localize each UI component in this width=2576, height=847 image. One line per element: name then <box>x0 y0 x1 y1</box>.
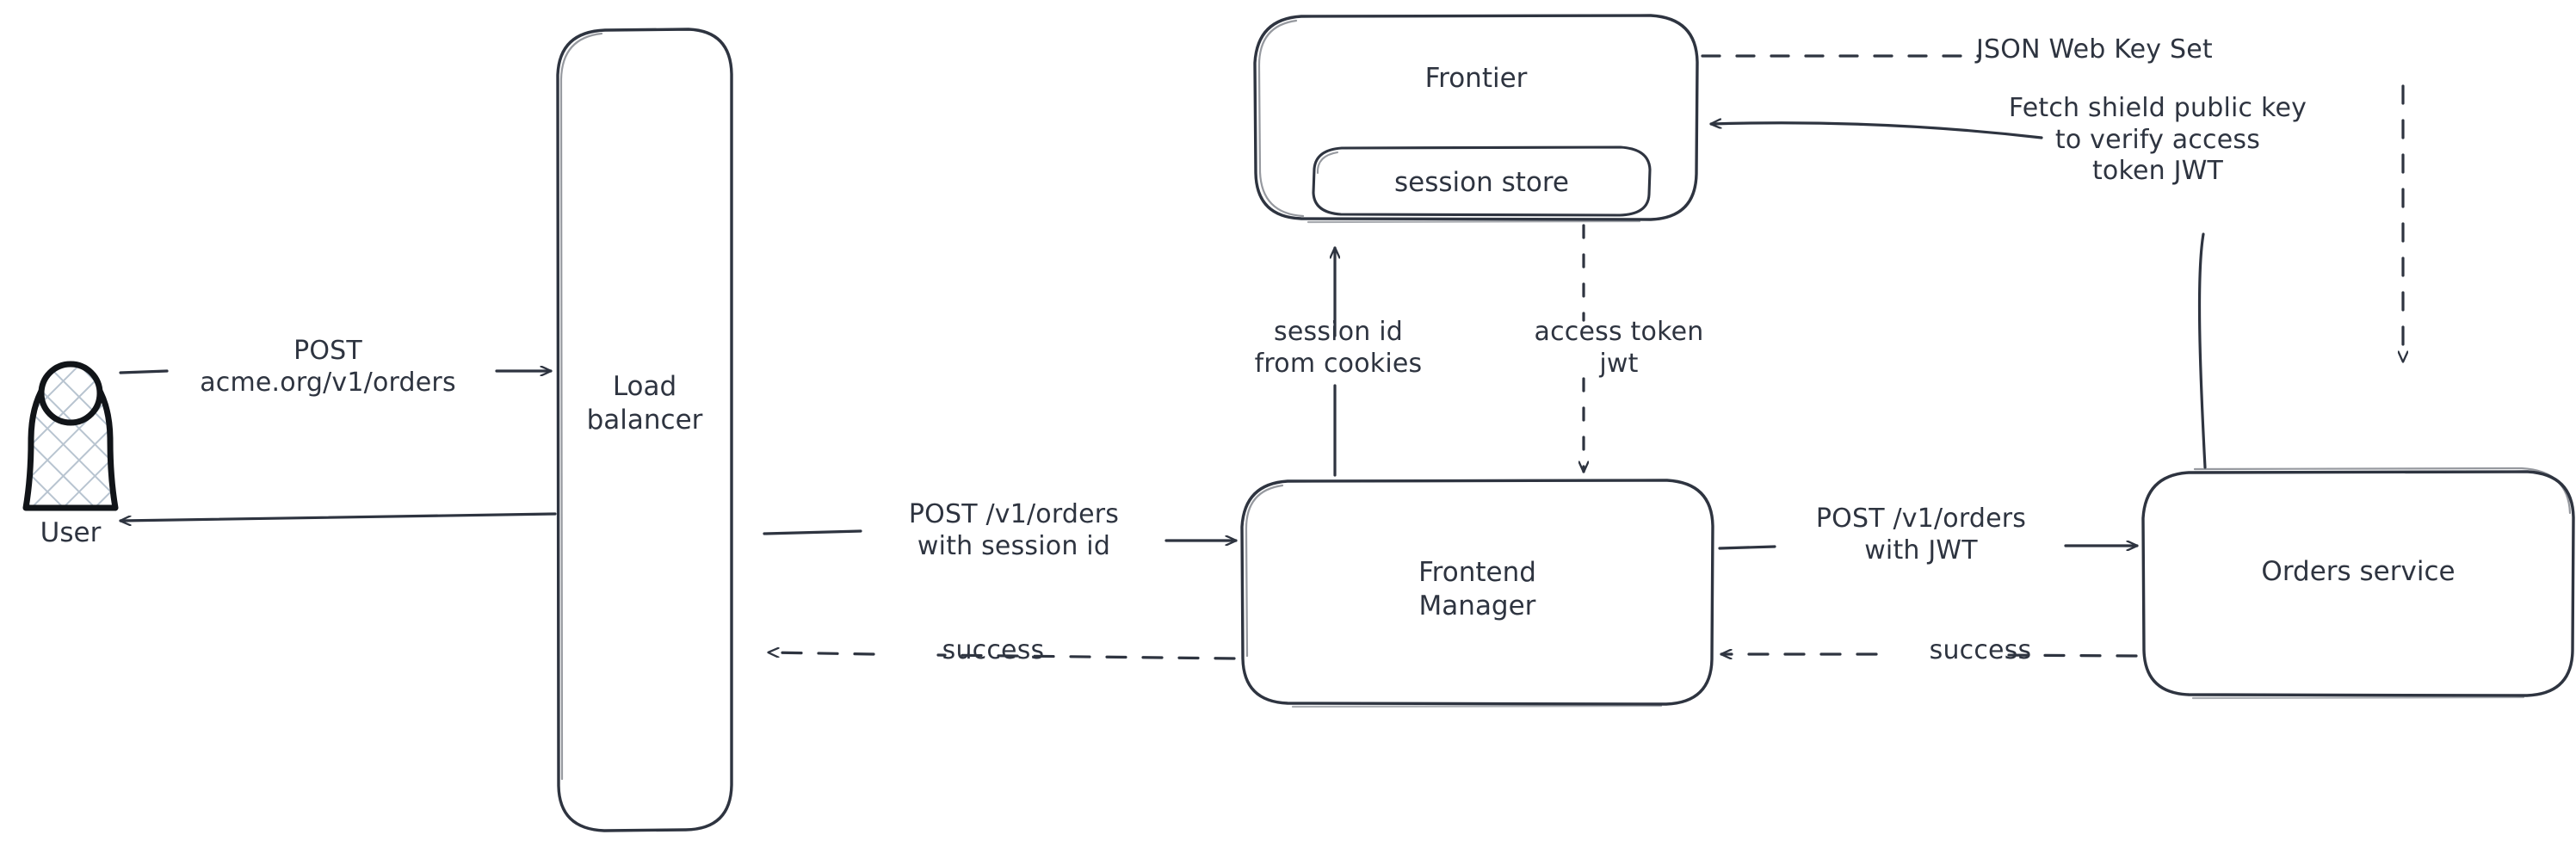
frontier-node[interactable]: Frontier <box>1255 62 1697 96</box>
edge-fm-to-lb <box>769 652 1236 660</box>
orders-service-node[interactable]: Orders service <box>2143 555 2573 589</box>
edge-label-fm-to-frontier: session id from cookies <box>1254 317 1423 379</box>
edge-label-frontier-to-fm: access token jwt <box>1534 317 1704 379</box>
frontier-shape <box>1253 14 1699 224</box>
edge-lb-to-user <box>120 512 557 521</box>
orders-service-shape <box>2141 467 2575 700</box>
edge-frontier-to-orders <box>1701 54 2403 362</box>
edge-orders-to-fm <box>1721 654 2138 656</box>
load-balancer-label: Load balancer <box>586 371 703 436</box>
edge-label-fm-to-orders: POST /v1/orders with JWT <box>1815 504 2027 566</box>
edge-label-orders-to-frontier: Fetch shield public key to verify access… <box>2008 93 2307 187</box>
edge-label-user-to-lb: POST acme.org/v1/orders <box>200 336 456 398</box>
frontend-manager-shape <box>1240 479 1714 708</box>
load-balancer-node[interactable]: Load balancer <box>558 370 732 437</box>
orders-service-label: Orders service <box>2261 556 2456 587</box>
edge-label-frontier-to-orders: JSON Web Key Set <box>1976 34 2213 65</box>
user-node[interactable]: User <box>0 516 141 550</box>
session-store-label: session store <box>1393 167 1569 198</box>
edge-orders-to-frontier <box>1711 123 2207 469</box>
frontend-manager-node[interactable]: Frontend Manager <box>1242 556 1713 623</box>
session-store-node[interactable]: session store <box>1313 166 1650 200</box>
edge-user-to-lb <box>119 371 551 373</box>
edge-label-fm-to-lb: success <box>942 635 1045 665</box>
session-store-shape <box>1312 145 1652 217</box>
frontier-label: Frontier <box>1424 63 1528 94</box>
user-label: User <box>40 517 102 548</box>
edge-label-lb-to-fm: POST /v1/orders with session id <box>908 499 1120 561</box>
edge-fm-to-orders <box>1718 546 2137 548</box>
edge-label-orders-to-fm: success <box>1929 635 2032 665</box>
load-balancer-shape <box>556 28 733 832</box>
frontend-manager-label: Frontend Manager <box>1418 557 1536 621</box>
user-person-icon <box>22 361 119 511</box>
edge-lb-to-fm <box>763 529 1236 541</box>
